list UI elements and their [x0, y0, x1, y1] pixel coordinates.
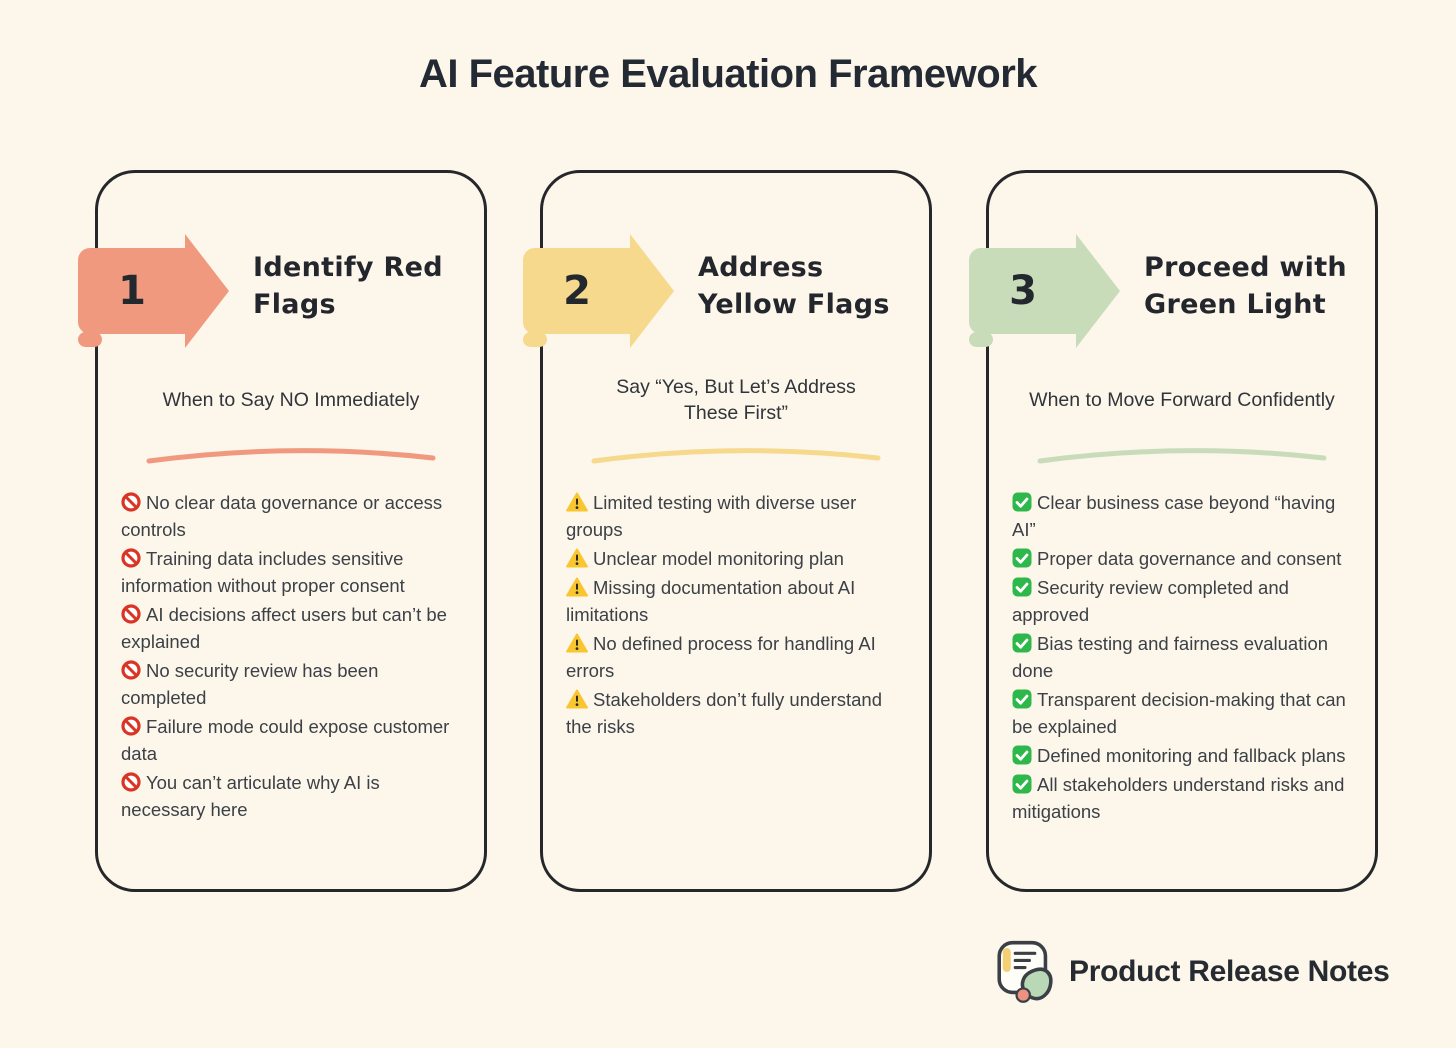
no-entry-icon [121, 489, 141, 516]
card-title-line: Yellow Flags [698, 289, 890, 320]
check-icon [1012, 545, 1032, 572]
arrow-tab [523, 332, 547, 347]
green-light-list: Clear business case beyond “having AI” P… [989, 489, 1375, 827]
card-subtitle-line: When to Move Forward Confidently [1029, 389, 1335, 411]
step-arrow: 3 [969, 234, 1124, 348]
warning-icon [566, 489, 588, 516]
warning-icon [566, 574, 588, 601]
card-title: Proceed with Green Light [1144, 249, 1379, 323]
no-entry-icon [121, 769, 141, 796]
no-entry-icon [121, 545, 141, 572]
step-arrow: 2 [523, 234, 678, 348]
step-number: 3 [1009, 268, 1037, 314]
check-icon [1012, 630, 1032, 657]
list-item: Proper data governance and consent [1012, 545, 1352, 572]
card-title-line: Identify Red [253, 252, 443, 283]
card-title-line: Address [698, 252, 824, 283]
list-item-text: Unclear model monitoring plan [593, 548, 844, 569]
list-item-text: AI decisions affect users but can’t be e… [121, 604, 447, 652]
no-entry-icon [121, 657, 141, 684]
underline-swoosh-icon [591, 448, 881, 464]
list-item: You can’t articulate why AI is necessary… [121, 769, 461, 823]
list-item: Missing documentation about AI limitatio… [566, 574, 906, 628]
card-title-line: Proceed with [1144, 252, 1347, 283]
list-item-text: All stakeholders understand risks and mi… [1012, 774, 1345, 822]
card-subtitle-line: These First” [683, 402, 788, 424]
no-entry-icon [121, 601, 141, 628]
step-number: 2 [563, 268, 591, 314]
list-item: Failure mode could expose customer data [121, 713, 461, 767]
warning-icon [566, 686, 588, 713]
step-number: 1 [118, 268, 146, 314]
check-icon [1012, 574, 1032, 601]
card-title: Identify Red Flags [253, 249, 488, 323]
check-icon [1012, 489, 1032, 516]
underline-swoosh-icon [1037, 448, 1327, 464]
list-item: AI decisions affect users but can’t be e… [121, 601, 461, 655]
arrow-head-icon [185, 234, 229, 348]
card-subtitle: When to Say NO Immediately [124, 370, 458, 430]
list-item-text: Security review completed and approved [1012, 577, 1289, 625]
list-item: Training data includes sensitive informa… [121, 545, 461, 599]
list-item-text: Clear business case beyond “having AI” [1012, 492, 1336, 540]
list-item: Unclear model monitoring plan [566, 545, 906, 572]
card-subtitle-line: Say “Yes, But Let’s Address [616, 376, 856, 398]
arrow-head-icon [1076, 234, 1120, 348]
underline-swoosh-icon [146, 448, 436, 464]
list-item-text: No defined process for handling AI error… [566, 633, 876, 681]
card-title-line: Flags [253, 289, 336, 320]
page-title: AI Feature Evaluation Framework [418, 52, 1038, 96]
card-subtitle: When to Move Forward Confidently [1015, 370, 1349, 430]
list-item-text: Limited testing with diverse user groups [566, 492, 857, 540]
card-subtitle: Say “Yes, But Let’s Address These First” [569, 370, 903, 430]
list-item-text: No security review has been completed [121, 660, 379, 708]
warning-icon [566, 545, 588, 572]
list-item: Transparent decision-making that can be … [1012, 686, 1352, 740]
list-item-text: Training data includes sensitive informa… [121, 548, 405, 596]
card-identify-red-flags: 1 Identify Red Flags When to Say NO Imme… [78, 170, 488, 892]
brand-name: Product Release Notes [1069, 955, 1390, 988]
step-arrow: 1 [78, 234, 233, 348]
arrow-tab [969, 332, 993, 347]
list-item: All stakeholders understand risks and mi… [1012, 771, 1352, 825]
list-item-text: Missing documentation about AI limitatio… [566, 577, 856, 625]
list-item-text: Bias testing and fairness evaluation don… [1012, 633, 1329, 681]
list-item-text: Defined monitoring and fallback plans [1037, 745, 1346, 766]
footer-brand: Product Release Notes [993, 938, 1390, 1006]
list-item-text: Transparent decision-making that can be … [1012, 689, 1346, 737]
card-subtitle-line: When to Say NO Immediately [162, 389, 420, 411]
arrow-tab [78, 332, 102, 347]
card-title-line: Green Light [1144, 289, 1326, 320]
red-flags-list: No clear data governance or access contr… [98, 489, 484, 825]
arrow-body: 1 [78, 248, 186, 334]
list-item: No defined process for handling AI error… [566, 630, 906, 684]
list-item: Defined monitoring and fallback plans [1012, 742, 1352, 769]
list-item: Limited testing with diverse user groups [566, 489, 906, 543]
warning-icon [566, 630, 588, 657]
card-title: Address Yellow Flags [698, 249, 933, 323]
list-item: Security review completed and approved [1012, 574, 1352, 628]
list-item: Stakeholders don’t fully understand the … [566, 686, 906, 740]
list-item: Bias testing and fairness evaluation don… [1012, 630, 1352, 684]
card-address-yellow-flags: 2 Address Yellow Flags Say “Yes, But Let… [523, 170, 933, 892]
check-icon [1012, 771, 1032, 798]
check-icon [1012, 686, 1032, 713]
check-icon [1012, 742, 1032, 769]
product-release-notes-logo-icon [997, 940, 1053, 1003]
list-item: No security review has been completed [121, 657, 461, 711]
list-item: No clear data governance or access contr… [121, 489, 461, 543]
list-item: Clear business case beyond “having AI” [1012, 489, 1352, 543]
no-entry-icon [121, 713, 141, 740]
list-item-text: Stakeholders don’t fully understand the … [566, 689, 882, 737]
list-item-text: You can’t articulate why AI is necessary… [121, 772, 380, 820]
list-item-text: No clear data governance or access contr… [121, 492, 443, 540]
list-item-text: Failure mode could expose customer data [121, 716, 450, 764]
card-proceed-green-light: 3 Proceed with Green Light When to Move … [969, 170, 1379, 892]
arrow-body: 2 [523, 248, 631, 334]
list-item-text: Proper data governance and consent [1037, 548, 1342, 569]
arrow-body: 3 [969, 248, 1077, 334]
yellow-flags-list: Limited testing with diverse user groups… [543, 489, 929, 742]
arrow-head-icon [630, 234, 674, 348]
